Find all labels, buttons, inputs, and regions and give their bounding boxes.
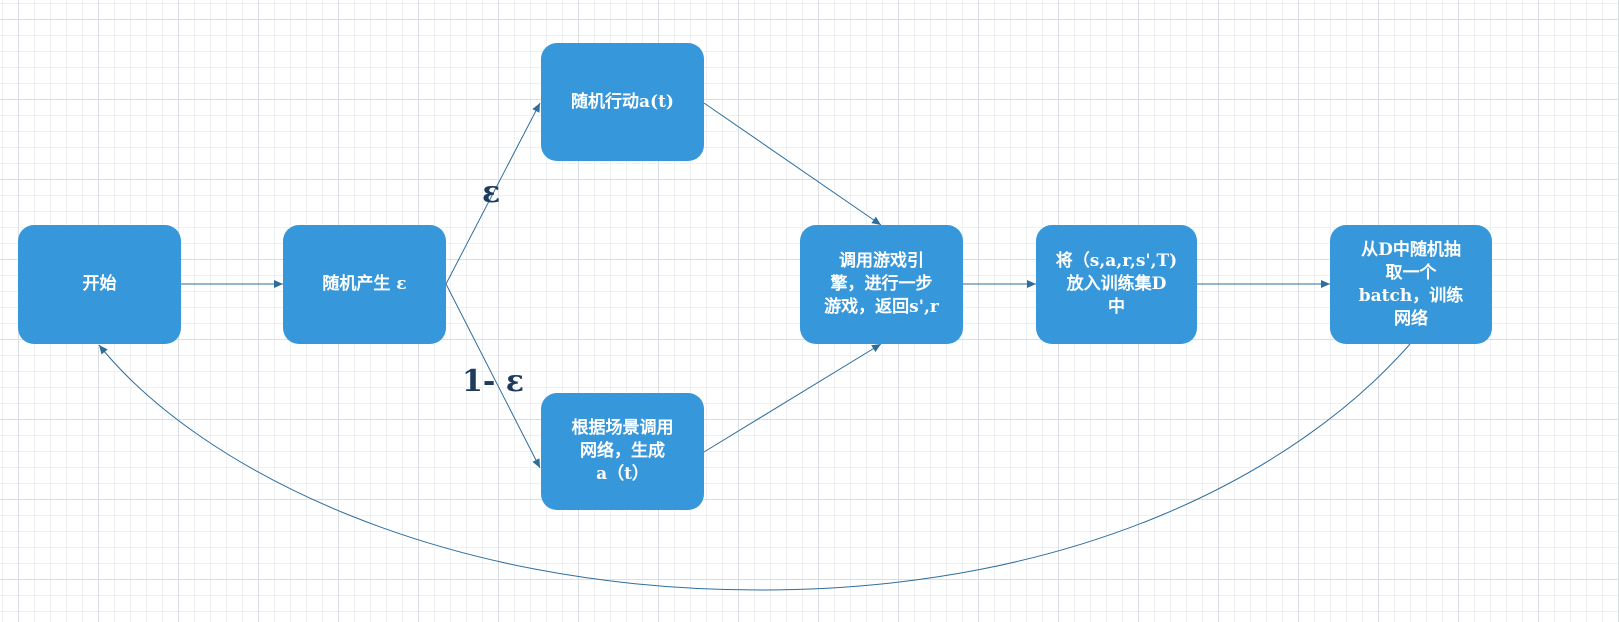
edge-random-action-to-game-engine	[703, 102, 882, 226]
node-train[interactable]: 从D中随机抽 取一个 batch，训练 网络	[1330, 225, 1492, 344]
node-store[interactable]: 将（s,a,r,s',T) 放入训练集D 中	[1036, 225, 1197, 344]
edge-label-eps: ε	[482, 175, 501, 210]
edge-label-one-minus-eps: 1- ε	[462, 364, 525, 399]
edge-net-action-to-game-engine	[703, 343, 882, 453]
node-start[interactable]: 开始	[18, 225, 181, 344]
node-net-action[interactable]: 根据场景调用 网络，生成 a（t）	[541, 393, 704, 510]
edge-random-eps-to-random-action	[445, 102, 541, 285]
edge-random-eps-to-net-action	[445, 283, 541, 469]
edge-train-loop-to-start	[98, 343, 1411, 591]
node-random-action[interactable]: 随机行动a(t)	[541, 43, 704, 161]
node-random-eps[interactable]: 随机产生 ε	[283, 225, 446, 344]
node-game-engine[interactable]: 调用游戏引 擎，进行一步 游戏，返回s',r	[800, 225, 963, 344]
